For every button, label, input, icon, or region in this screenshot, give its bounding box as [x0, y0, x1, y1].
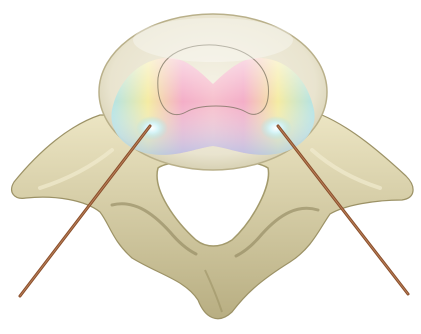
vertebra-illustration [0, 0, 421, 334]
